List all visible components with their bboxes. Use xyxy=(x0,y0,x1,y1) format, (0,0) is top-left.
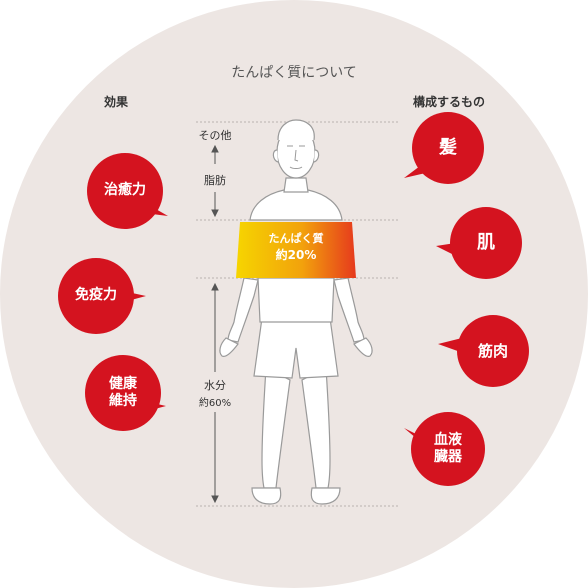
effect-health-label: 健康 維持 xyxy=(109,375,137,410)
water-label: 水分 xyxy=(204,379,226,392)
component-hair-label: 髪 xyxy=(439,136,457,158)
water-percent-label: 約60% xyxy=(198,398,232,409)
measure-arrows xyxy=(211,144,219,504)
effect-immunity-bubble: 免疫力 xyxy=(58,258,134,334)
protein-band-label: たんぱく質 約20% xyxy=(256,232,336,263)
component-muscle-bubble: 筋肉 xyxy=(457,315,529,387)
effect-immunity-label: 免疫力 xyxy=(75,287,117,304)
effect-healing-label: 治癒力 xyxy=(104,182,146,199)
fat-label: 脂肪 xyxy=(204,174,226,187)
bubble-circles xyxy=(58,112,529,486)
other-label: その他 xyxy=(198,129,232,142)
components-heading: 構成するもの xyxy=(413,95,486,109)
component-hair-bubble: 髪 xyxy=(412,112,484,184)
effect-healing-bubble: 治癒力 xyxy=(87,153,163,229)
component-skin-label: 肌 xyxy=(477,231,495,253)
effects-heading: 効果 xyxy=(104,95,129,109)
component-skin-bubble: 肌 xyxy=(450,207,522,279)
component-blood-organs-label: 血液 臓器 xyxy=(434,431,462,466)
face-details xyxy=(287,145,305,169)
protein-percent-label: 約20% xyxy=(275,247,317,262)
page-title: たんぱく質について xyxy=(231,65,357,81)
human-figure xyxy=(219,119,373,505)
protein-label: たんぱく質 xyxy=(268,232,324,245)
component-muscle-label: 筋肉 xyxy=(477,341,508,360)
effect-health-bubble: 健康 維持 xyxy=(85,355,161,431)
component-blood-organs-bubble: 血液 臓器 xyxy=(411,412,485,486)
protein-band xyxy=(236,222,356,278)
